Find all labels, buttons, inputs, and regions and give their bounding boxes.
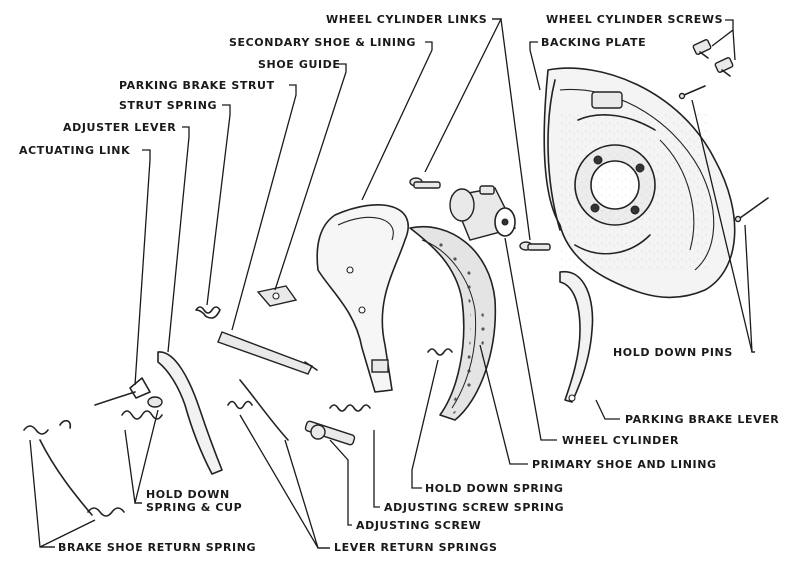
label-hold-down-pins: HOLD DOWN PINS [613,346,733,359]
strut-spring [195,306,221,319]
lever-return-springs [227,379,289,441]
leader-lines [29,18,755,549]
hold-down-spring-cup [121,396,163,420]
hold-down-pins [678,85,769,223]
actuating-link [94,377,151,406]
primary-shoe-lining [409,225,497,421]
parking-brake-lever [559,271,594,403]
adjusting-screw [304,420,356,446]
label-actuating-link: ACTUATING LINK [19,144,131,157]
hold-down-spring [427,348,453,356]
label-hold-down-spring: HOLD DOWN SPRING [425,482,564,495]
label-hold-down-spring-cup: HOLD DOWN SPRING & CUP [146,488,243,514]
label-adjusting-screw: ADJUSTING SCREW [356,519,482,532]
label-wheel-cylinder-screws: WHEEL CYLINDER SCREWS [546,13,724,26]
label-adjusting-screw-spring: ADJUSTING SCREW SPRING [384,501,565,514]
label-strut-spring: STRUT SPRING [119,99,218,112]
wheel-cylinder-screws [692,39,734,77]
label-brake-shoe-return-spring: BRAKE SHOE RETURN SPRING [58,541,257,554]
label-secondary-shoe-lining: SECONDARY SHOE & LINING [229,36,417,49]
label-wheel-cylinder-links: WHEEL CYLINDER LINKS [326,13,488,26]
adjusting-screw-spring [329,404,371,412]
label-shoe-guide: SHOE GUIDE [258,58,341,71]
adjuster-lever [157,351,223,475]
label-primary-shoe-lining: PRIMARY SHOE AND LINING [532,458,717,471]
brake-shoe-return-spring [23,419,125,517]
label-lever-return-springs: LEVER RETURN SPRINGS [334,541,498,554]
secondary-shoe-lining [316,204,409,393]
label-backing-plate: BACKING PLATE [541,36,647,49]
label-adjuster-lever: ADJUSTER LEVER [63,121,177,134]
parking-brake-strut [217,331,318,375]
wheel-cylinder-links [409,177,551,251]
backing-plate [543,67,736,299]
label-wheel-cylinder: WHEEL CYLINDER [562,434,680,447]
label-parking-brake-strut: PARKING BRAKE STRUT [119,79,275,92]
shoe-guide [256,285,298,307]
label-parking-brake-lever: PARKING BRAKE LEVER [625,413,780,426]
wheel-cylinder [449,185,517,241]
